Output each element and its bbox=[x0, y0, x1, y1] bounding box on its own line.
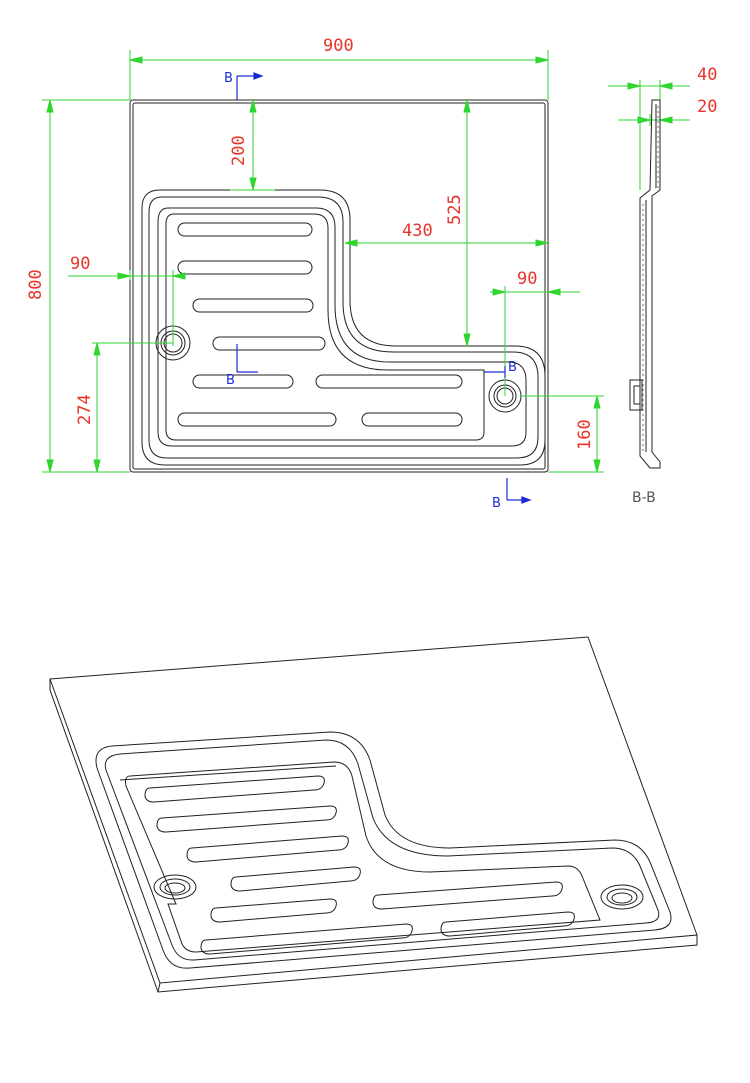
section-mark-bottom: B bbox=[492, 496, 501, 511]
isometric-view bbox=[49, 636, 698, 993]
iso-slots bbox=[144, 775, 575, 955]
dim-drain-right-y: 160 bbox=[575, 419, 595, 450]
basin-floor bbox=[157, 207, 527, 447]
dim-section-total: 40 bbox=[697, 65, 717, 85]
slot bbox=[177, 222, 313, 237]
slot bbox=[315, 374, 463, 389]
section-mark-mid: B bbox=[226, 373, 235, 388]
tray-outline bbox=[129, 99, 549, 473]
basin-outline-2 bbox=[148, 196, 539, 459]
section-view-hatch bbox=[642, 106, 659, 452]
section-mark-top: B bbox=[224, 71, 233, 86]
section-mark-right: B bbox=[508, 360, 517, 375]
slot bbox=[177, 412, 337, 427]
dim-recess-width: 430 bbox=[402, 221, 433, 241]
dim-top-offset: 200 bbox=[229, 135, 249, 166]
iso-slab-top bbox=[49, 636, 698, 984]
iso-drain-left bbox=[153, 874, 197, 900]
section-view-label: B-B bbox=[632, 490, 656, 506]
dim-drain-right-x: 90 bbox=[517, 269, 537, 289]
iso-basin-rim bbox=[95, 731, 672, 969]
iso-basin-floor bbox=[125, 761, 601, 953]
slot bbox=[177, 260, 313, 275]
basin-outline bbox=[141, 189, 546, 466]
dim-width: 900 bbox=[323, 36, 354, 56]
section-view bbox=[629, 99, 661, 469]
basin-floor-inner bbox=[165, 213, 485, 441]
dim-recess-depth: 525 bbox=[445, 194, 465, 225]
dimension-lines bbox=[42, 50, 690, 473]
plan-view bbox=[129, 99, 549, 473]
tray-outline-inner bbox=[132, 102, 546, 470]
slot bbox=[192, 374, 294, 389]
dim-depth: 800 bbox=[26, 269, 46, 300]
slot bbox=[361, 412, 463, 427]
dim-section-rim: 20 bbox=[697, 97, 717, 117]
dim-drain-left-x: 90 bbox=[70, 254, 90, 274]
iso-drain-right bbox=[600, 884, 644, 910]
slot bbox=[212, 336, 326, 351]
slot bbox=[192, 298, 314, 313]
section-marks bbox=[236, 72, 532, 504]
dim-drain-left-y: 274 bbox=[75, 394, 95, 425]
